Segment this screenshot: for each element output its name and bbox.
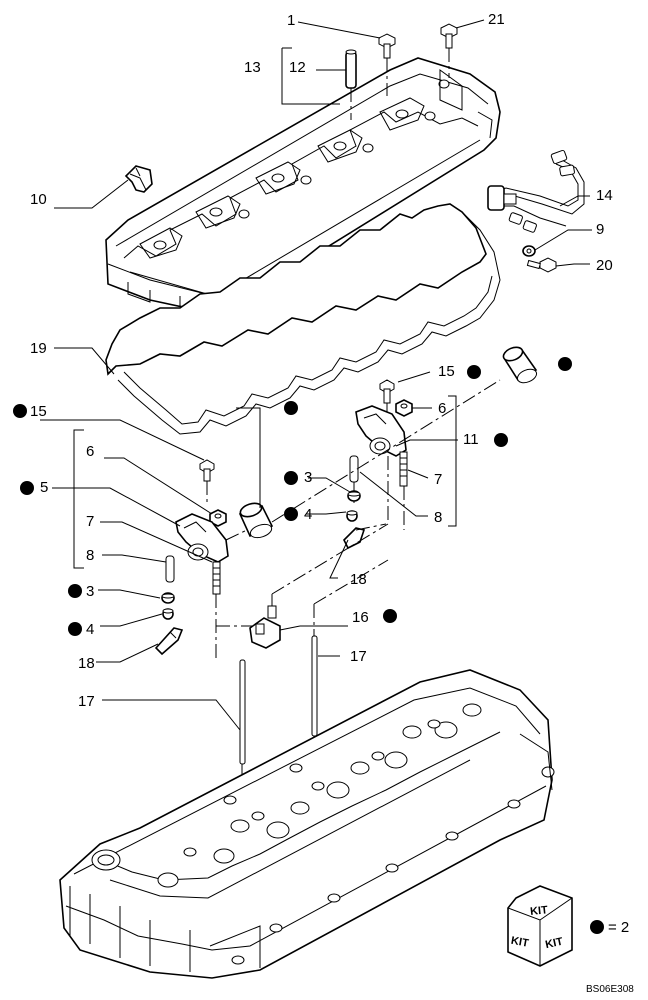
- callout-11: 11: [463, 431, 479, 448]
- callout-18-left: 18: [78, 655, 95, 672]
- group-bracket-right: [448, 395, 457, 527]
- callout-15-right: 15: [438, 363, 455, 380]
- kit-bullets: [13, 357, 572, 636]
- callout-3-center: 3: [304, 469, 312, 486]
- callout-1: 1: [287, 12, 295, 29]
- callout-14: 14: [596, 187, 613, 204]
- leader-lines: [40, 19, 592, 731]
- injector-harness-14: [487, 149, 585, 233]
- valve-cover: [105, 57, 501, 313]
- bolt-1: [378, 33, 396, 96]
- callout-20: 20: [596, 257, 613, 274]
- rocker-assembly-left: [165, 459, 269, 660]
- callout-8-right: 8: [434, 509, 442, 526]
- callout-12: 12: [289, 59, 306, 76]
- figure-code: BS06E308: [586, 984, 634, 995]
- callout-7-left: 7: [86, 513, 94, 530]
- callout-15-left: 15: [30, 403, 47, 420]
- callout-18-right: 18: [350, 571, 367, 588]
- callout-labels: 1 21 13 12 10 14 9 20 19 15 6 11 7 8 15 …: [30, 11, 613, 710]
- kit-legend: KIT KIT KIT = 2: [507, 885, 629, 967]
- callout-5: 5: [40, 479, 48, 496]
- callout-9: 9: [596, 221, 604, 238]
- rocker-assembly-right: [349, 379, 413, 530]
- callout-6-left: 6: [86, 443, 94, 460]
- valve-cover-gasket: [105, 203, 501, 435]
- callout-13: 13: [244, 59, 261, 76]
- kit-face-top: KIT: [530, 904, 549, 918]
- callout-19: 19: [30, 340, 47, 357]
- callout-4-left: 4: [86, 621, 94, 638]
- injector-sleeve-center: [238, 379, 501, 539]
- callout-10: 10: [30, 191, 47, 208]
- callout-7-right: 7: [434, 471, 442, 488]
- callout-3-left: 3: [86, 583, 94, 600]
- kit-face-left: KIT: [510, 935, 530, 950]
- injector-sleeve-top: [502, 346, 538, 384]
- kit-equals-text: = 2: [608, 919, 629, 936]
- callout-4-center: 4: [304, 506, 312, 523]
- bolt-21: [440, 23, 458, 78]
- callout-17-left: 17: [78, 693, 95, 710]
- callout-8-left: 8: [86, 547, 94, 564]
- clip-18-right: [343, 523, 387, 550]
- clip-18-left: [154, 627, 184, 656]
- injector-connector-16: [249, 523, 389, 649]
- callout-16: 16: [352, 609, 369, 626]
- group-bracket-13: [281, 47, 340, 105]
- kit-bullet-legend: [590, 920, 604, 934]
- kit-face-right: KIT: [544, 936, 564, 951]
- bolt-20: [526, 257, 557, 273]
- callout-6-right: 6: [438, 400, 446, 417]
- seal-rings-center: [346, 490, 361, 522]
- group-bracket-left: [73, 429, 84, 569]
- seal-rings-left: [161, 592, 175, 620]
- sealing-washer-9: [522, 245, 536, 257]
- harness-clip-10: [124, 165, 153, 193]
- callout-17-right: 17: [350, 648, 367, 665]
- callout-21: 21: [488, 11, 505, 28]
- cylinder-head: [59, 669, 555, 979]
